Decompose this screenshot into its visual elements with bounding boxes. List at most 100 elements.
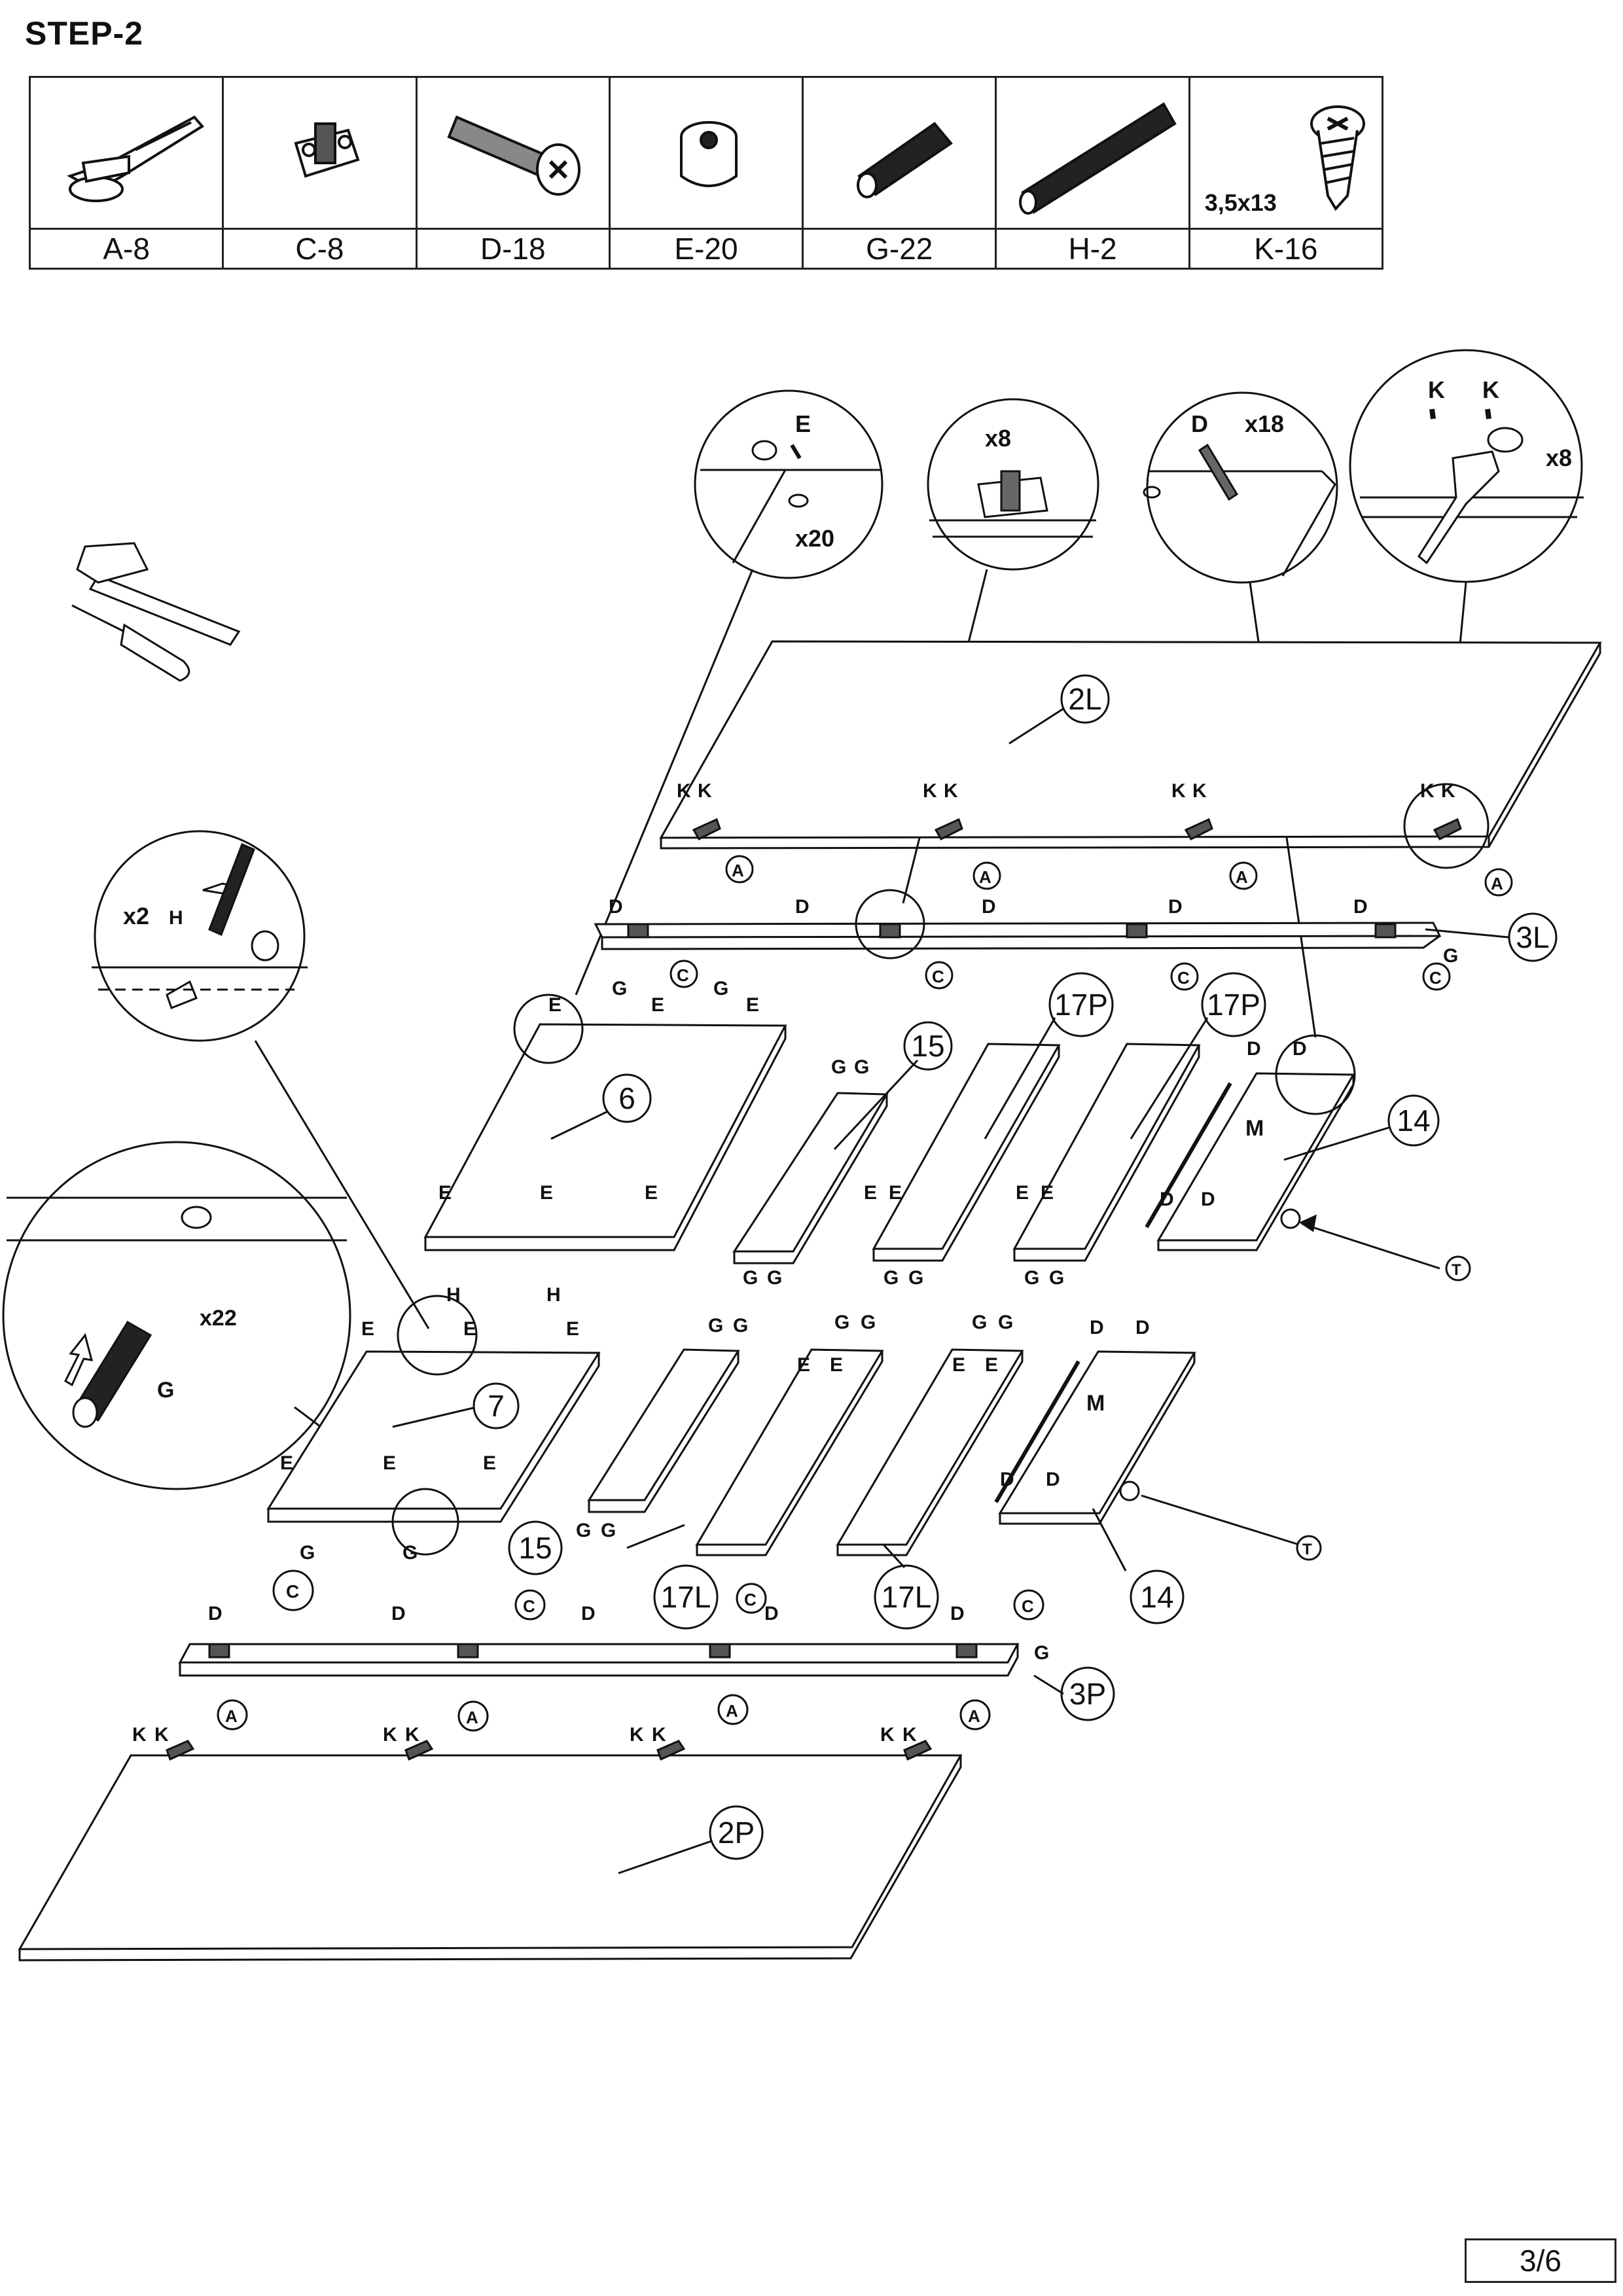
letter-g-17lb-1: G	[972, 1312, 987, 1333]
zoom-circle-cam-lock	[694, 389, 883, 579]
part-label-k: K-16	[1190, 228, 1382, 268]
part-cell-c: C-8	[224, 78, 418, 268]
letter-a-3: A	[1236, 867, 1248, 887]
letter-g-15b-2: G	[733, 1315, 748, 1336]
letter-k-2l-7: K	[1420, 780, 1435, 802]
panel-14a	[1156, 1072, 1355, 1242]
letter-k-2p-4: K	[405, 1724, 419, 1746]
letter-g-15a-2: G	[854, 1056, 869, 1078]
letter-d-14b-2: D	[1135, 1317, 1150, 1338]
letter-e-6-1: E	[548, 994, 562, 1016]
letter-e-17la-2: E	[830, 1354, 843, 1376]
count-a: x8	[1546, 444, 1572, 471]
letter-g-17la-1: G	[834, 1312, 849, 1333]
letter-e-17lb-1: E	[952, 1354, 965, 1376]
panel-label-6: 6	[618, 1081, 635, 1115]
panel-3L	[594, 922, 1442, 939]
zoom-circle-dowel	[2, 1141, 351, 1490]
screw-size-label: 3,5x13	[1204, 189, 1277, 216]
letter-d-14a-1: D	[1247, 1038, 1261, 1060]
panel-label-3P: 3P	[1069, 1677, 1106, 1711]
letter-h: H	[169, 907, 183, 929]
letter-k-2l-4: K	[944, 780, 958, 802]
count-e: x20	[795, 525, 834, 552]
letter-k-2l-3: K	[923, 780, 937, 802]
panel-14b	[998, 1350, 1196, 1515]
panel-17Pa	[872, 1043, 1061, 1250]
letter-d-3p-4: D	[764, 1603, 779, 1624]
letter-g-17lb-2: G	[998, 1312, 1013, 1333]
letter-g-15b-4: G	[601, 1520, 616, 1541]
letter-c-3p-4: C	[1022, 1596, 1034, 1616]
cam-lock-icon	[679, 121, 738, 187]
letter-d-3p-2: D	[391, 1603, 406, 1624]
letter-e-6-3: E	[746, 994, 759, 1016]
panel-15b	[587, 1348, 740, 1501]
letter-e-7-3: E	[566, 1318, 579, 1340]
letter-e-7-5: E	[383, 1452, 396, 1474]
part-label-g: G-22	[804, 228, 995, 268]
letter-d-3p-5: D	[950, 1603, 965, 1624]
letter-a-2p-4: A	[968, 1706, 980, 1726]
letter-k-2p-2: K	[154, 1724, 169, 1746]
panel-label-17Pb: 17P	[1207, 988, 1260, 1022]
step-title: STEP-2	[25, 15, 144, 52]
letter-e-17pa-1: E	[864, 1182, 877, 1204]
letter-k-2: K	[1482, 376, 1499, 403]
hinge-plate-icon	[294, 122, 360, 178]
count-c: x8	[985, 425, 1011, 452]
zoom-circle-long-dowel	[94, 830, 306, 1042]
letter-c-1: C	[677, 965, 689, 985]
letter-e-7-1: E	[361, 1318, 374, 1340]
page-number: 3/6	[1465, 2238, 1616, 2283]
letter-g-15a-3: G	[743, 1267, 758, 1289]
letter-d-14a-2: D	[1293, 1038, 1307, 1060]
zoom-circle-hinge	[1349, 349, 1583, 583]
letter-g-15b-3: G	[576, 1520, 591, 1541]
letter-a-2p-3: A	[726, 1701, 738, 1721]
panel-17Lb	[836, 1348, 1024, 1546]
letter-e-17pb-2: E	[1041, 1182, 1054, 1204]
hammer-icon	[76, 542, 241, 646]
zoom-circle-cam-bolt	[1146, 391, 1338, 584]
letter-d-14b-1: D	[1090, 1317, 1104, 1338]
part-cell-a: A-8	[31, 78, 224, 268]
panel-2L	[659, 640, 1602, 839]
panel-label-7: 7	[488, 1389, 505, 1423]
panel-label-15a: 15	[911, 1029, 944, 1063]
letter-m-2: M	[1086, 1391, 1105, 1416]
letter-k-1: K	[1428, 376, 1445, 403]
panel-17Pb	[1012, 1043, 1201, 1250]
long-dowel-icon	[1019, 102, 1177, 215]
part-label-e: E-20	[610, 228, 802, 268]
letter-g-15a-1: G	[831, 1056, 846, 1078]
letter-k-2p-3: K	[383, 1724, 397, 1746]
letter-k-2p-5: K	[630, 1724, 644, 1746]
screwdriver-icon	[71, 604, 190, 682]
panel-3P	[178, 1643, 1020, 1664]
letter-a-2p-1: A	[225, 1706, 238, 1726]
letter-h-7-2: H	[546, 1284, 561, 1306]
wooden-dowel-icon	[857, 122, 954, 198]
count-g: x22	[200, 1306, 237, 1331]
letter-k-2l-1: K	[677, 780, 691, 802]
letter-g-6-1: G	[612, 978, 627, 999]
part-cell-g: G-22	[804, 78, 997, 268]
letter-d-14b-4: D	[1046, 1469, 1060, 1490]
panel-6	[423, 1023, 787, 1238]
letter-e-6-2: E	[651, 994, 664, 1016]
letter-e-6-5: E	[540, 1182, 553, 1204]
letter-d-3l-1: D	[609, 896, 623, 918]
cam-bolt-icon	[446, 115, 580, 196]
panel-17La	[695, 1348, 884, 1546]
letter-d-3l-3: D	[982, 896, 996, 918]
screw-icon	[1310, 105, 1365, 211]
part-cell-e: E-20	[610, 78, 804, 268]
letter-g-15a-4: G	[767, 1267, 782, 1289]
panel-label-2P: 2P	[718, 1816, 755, 1850]
panel-7	[266, 1350, 601, 1510]
letter-g-6-2: G	[713, 978, 728, 999]
letter-k-2l-2: K	[698, 780, 712, 802]
panel-label-17La: 17L	[661, 1580, 711, 1614]
